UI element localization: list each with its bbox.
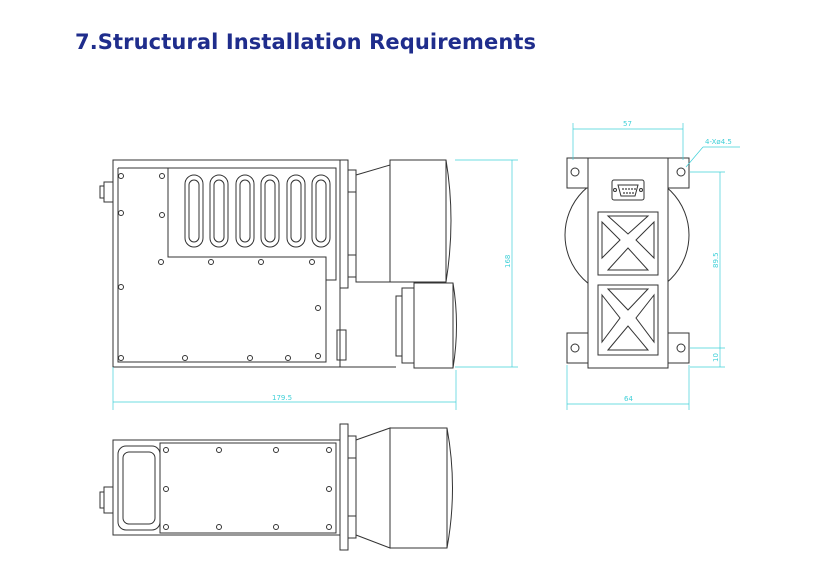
side-connector [103,181,114,203]
front-body [587,157,669,369]
bottom-view [99,423,453,551]
side-body [112,159,341,368]
dim-front-bottom-offset: 10 [712,353,720,362]
side-view: 179.5 168 [99,159,518,410]
bottom-lens-housing [389,427,453,549]
cooling-slots [184,174,331,248]
side-bolts [118,173,321,361]
dim-front-width-top: 57 [623,120,632,128]
lens-housing [389,159,452,283]
dim-side-length: 179.5 [272,394,292,402]
dim-side-height: 168 [504,255,512,268]
bottom-body [112,439,341,536]
dim-front-hole-spacing: 89.5 [712,252,720,268]
dim-front-holes: 4-Xø4.5 [705,138,732,146]
dsub-connector [611,179,645,201]
bottom-bolts [163,447,332,530]
dim-front-width-bottom: 64 [624,395,633,403]
flange [339,159,349,289]
x-pattern-lower [597,284,659,356]
front-view: 57 4-Xø4.5 89.5 10 64 [564,120,740,410]
lower-module [413,282,457,369]
x-pattern-upper [597,211,659,276]
section-title: 7.Structural Installation Requirements [75,30,537,54]
